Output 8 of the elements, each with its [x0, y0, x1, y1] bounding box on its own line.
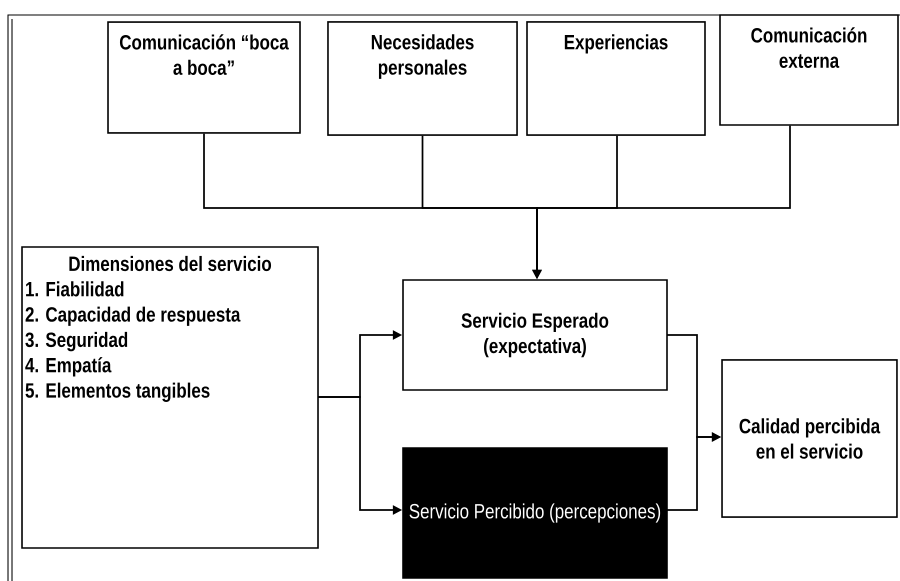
concept-box: Necesidades personales [327, 21, 518, 136]
service-box: Servicio Percibido (percepciones) [402, 447, 668, 579]
concept-box: Experiencias [526, 21, 706, 136]
concept-box: Comunicación “boca a boca” [107, 21, 301, 134]
concept-box: Calidad percibida en el servicio [721, 359, 898, 518]
list-box: Dimensiones del servicio 1. Fiabilidad 2. Capacidad de respuesta 3. Seguridad 4. Empatía 5. Elementos tangibles [21, 246, 319, 549]
concept-box: Comunicación externa [719, 14, 899, 126]
concept-box: Servicio Esperado (expectativa) [402, 279, 668, 391]
